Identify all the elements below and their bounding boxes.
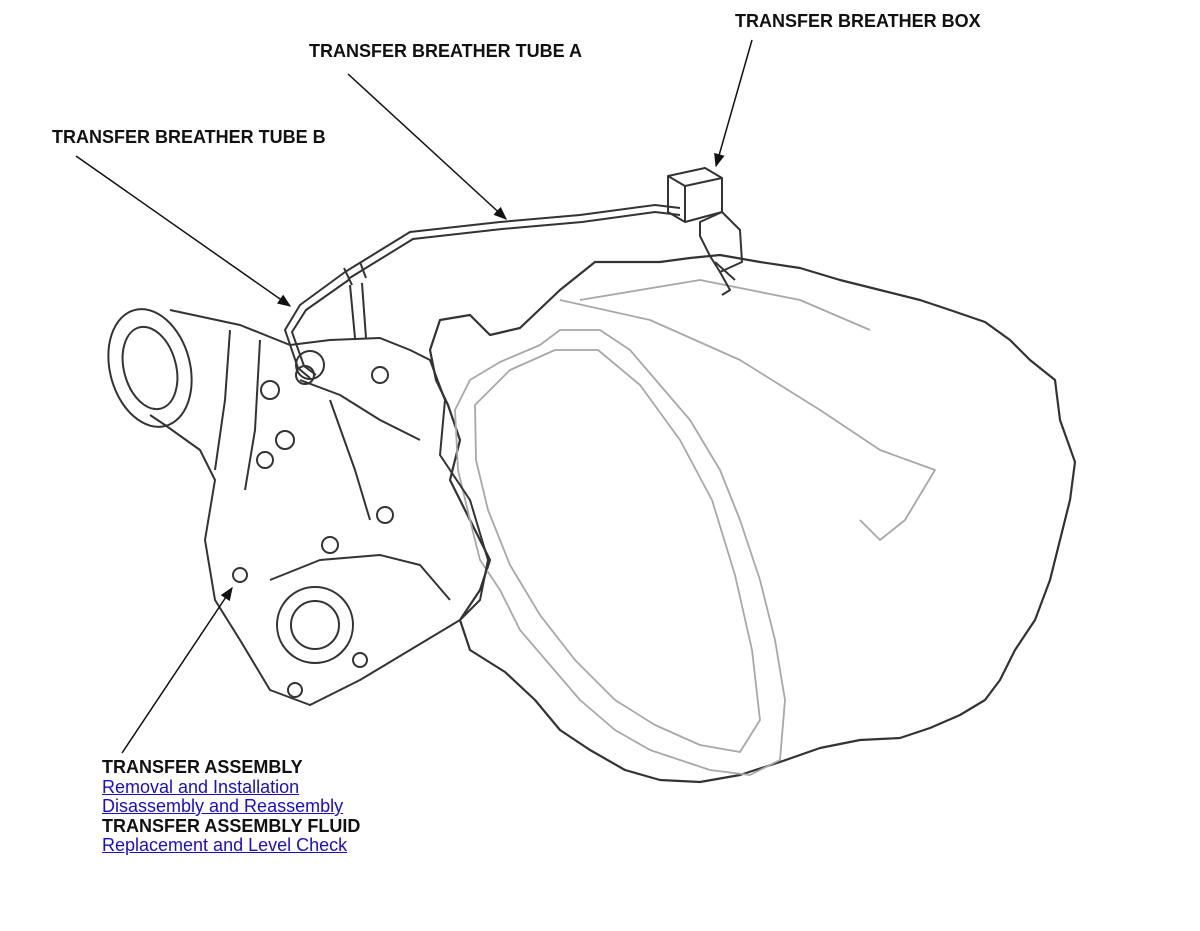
- transfer-assembly-fluid-heading: TRANSFER ASSEMBLY FLUID: [102, 815, 361, 836]
- leader-breather-box: [714, 39, 753, 168]
- reference-links: TRANSFER ASSEMBLY Removal and Installati…: [102, 757, 361, 856]
- breather-tube-b: [283, 271, 351, 380]
- disassembly-reassembly-link[interactable]: Disassembly and Reassembly: [102, 796, 344, 816]
- callout-transfer-breather-tube-a: TRANSFER BREATHER TUBE A: [309, 41, 582, 61]
- leader-transfer-assembly: [121, 586, 233, 754]
- breather-tube-a: [343, 203, 681, 339]
- callout-transfer-breather-tube-b: TRANSFER BREATHER TUBE B: [52, 127, 326, 147]
- breather-box: [667, 167, 743, 296]
- bell-housing: [454, 279, 936, 776]
- callout-transfer-breather-box: TRANSFER BREATHER BOX: [735, 11, 981, 31]
- transfer-assembly: [107, 308, 489, 706]
- leader-tube-a: [347, 73, 507, 220]
- leader-lines: [75, 39, 753, 754]
- leader-tube-b: [75, 155, 292, 307]
- transfer-assembly-heading: TRANSFER ASSEMBLY: [102, 757, 303, 777]
- replacement-level-check-link[interactable]: Replacement and Level Check: [102, 835, 348, 855]
- transmission-case: [428, 253, 1077, 784]
- removal-installation-link[interactable]: Removal and Installation: [102, 776, 300, 797]
